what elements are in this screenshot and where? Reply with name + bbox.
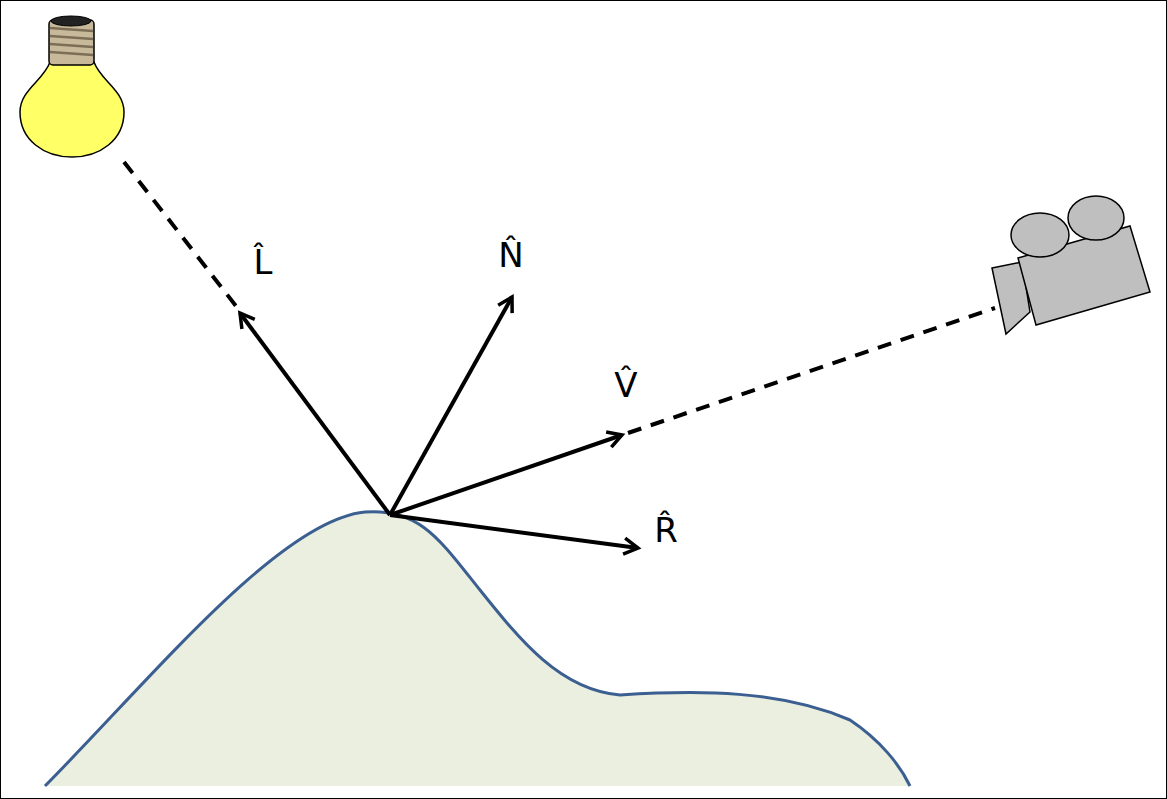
vector-label: N̂ (498, 233, 523, 277)
vector-label: V̂ (614, 363, 637, 407)
light-bulb (20, 16, 124, 157)
normal-vector (390, 297, 512, 515)
reflect-vector (390, 515, 638, 548)
hill-outline (45, 512, 910, 786)
vector-label: R̂ (654, 508, 678, 552)
view-ray (628, 308, 995, 433)
view-vector (390, 435, 622, 515)
vector-label: L̂ (254, 240, 273, 284)
light-ray (124, 162, 236, 306)
hill-surface (45, 512, 910, 786)
camera (992, 196, 1150, 334)
light-vector (240, 313, 390, 515)
